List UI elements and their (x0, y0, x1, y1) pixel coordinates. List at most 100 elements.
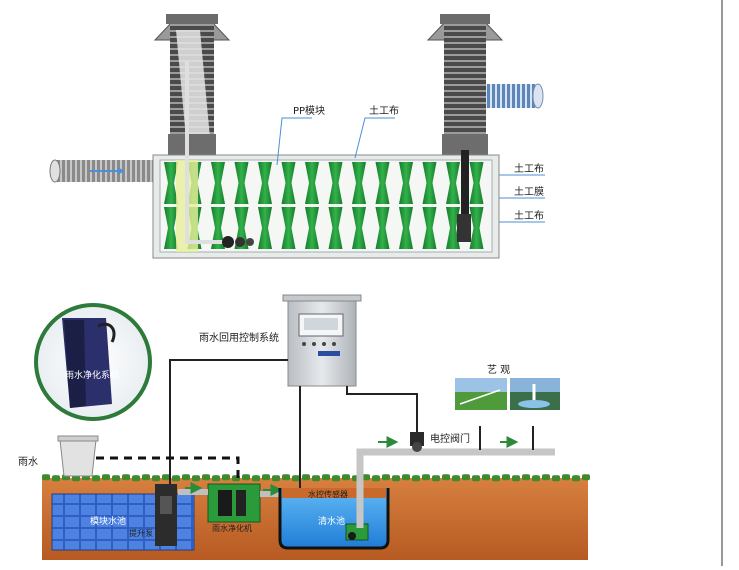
pp-module-column (352, 207, 366, 249)
pp-module-column (164, 207, 178, 249)
grass-tuft (582, 474, 590, 481)
pp-module-column (305, 207, 319, 249)
outlet-pipe (486, 83, 544, 109)
grass-tuft (272, 475, 280, 482)
clear-water-tank: 清水池 水控传感器 (278, 488, 390, 550)
level-probe (457, 150, 471, 242)
grass-tuft (392, 475, 400, 482)
pp-module-column (164, 162, 178, 204)
label-landscape: 艺 观 (487, 364, 510, 376)
pp-module-column (422, 207, 437, 249)
grass-tuft (142, 474, 150, 481)
grass-tuft (372, 475, 380, 482)
label-geotextile-top: 土工布 (369, 104, 399, 117)
pp-module-column (375, 162, 390, 204)
purifier-unit: 雨水净化机 (207, 483, 261, 533)
label-lift-pump: 提升泵 (129, 528, 153, 538)
grass-tuft (532, 475, 540, 482)
supply-pipe (356, 426, 555, 528)
purification-system-callout: 雨水净化系统 (34, 303, 152, 421)
grass-tuft (52, 475, 60, 482)
grass-tuft (332, 475, 340, 482)
label-valve: 电控阀门 (430, 432, 470, 445)
pp-module-column (258, 162, 272, 204)
pp-module-column (258, 207, 272, 249)
grass-tuft (472, 475, 480, 482)
grass-tuft (302, 474, 310, 481)
grass-tuft (162, 474, 170, 481)
grass-tuft (42, 474, 50, 481)
inlet-pipe (49, 159, 155, 183)
grass-tuft (572, 475, 580, 482)
landscape-photos: 艺 观 (455, 364, 560, 410)
pp-module-column (399, 162, 413, 204)
grass-tuft (512, 475, 520, 482)
pp-module-column (422, 162, 437, 204)
pp-module-column (328, 207, 343, 249)
grass-tuft (552, 475, 560, 482)
pp-module-column (446, 162, 460, 204)
grass-tuft (342, 474, 350, 481)
electric-valve: 电控阀门 (410, 432, 470, 452)
grass-tuft (562, 474, 570, 481)
left-inspection-shaft (153, 14, 231, 156)
grass-tuft (172, 475, 180, 482)
grass-tuft (252, 475, 260, 482)
top-storage-diagram: PP模块 土工布 土工布 土工膜 土工布 (49, 14, 545, 259)
label-control-system: 雨水回用控制系统 (199, 331, 279, 344)
pump-inside-tank (185, 62, 254, 248)
label-module-tank: 模块水池 (90, 515, 126, 527)
grass-tuft (132, 475, 140, 482)
callout-right-layers: 土工布 土工膜 土工布 (499, 162, 545, 223)
label-purification-system: 雨水净化系统 (65, 369, 119, 381)
grass-tuft (112, 475, 120, 482)
pp-module-column (399, 207, 413, 249)
grass-tuft (382, 474, 390, 481)
pp-module-column (328, 162, 343, 204)
grass-tuft (442, 474, 450, 481)
grass-tuft (462, 474, 470, 481)
grass-tuft (452, 475, 460, 482)
label-right-geotextile-1: 土工布 (514, 162, 544, 175)
pp-module-column (281, 162, 296, 204)
pp-module-column (234, 162, 249, 204)
grass-tuft (422, 474, 430, 481)
label-pp-module: PP模块 (293, 105, 325, 117)
label-clear-tank: 清水池 (318, 515, 345, 527)
grass-tuft (402, 474, 410, 481)
rain-collector: 雨水 (18, 435, 240, 488)
grass-tuft (412, 475, 420, 482)
grass-tuft (122, 474, 130, 481)
grass-tuft (312, 475, 320, 482)
grass-tuft (492, 475, 500, 482)
geotextile-wrap (159, 159, 493, 253)
pp-module-column (305, 162, 319, 204)
label-water-sensor: 水控传感器 (308, 489, 348, 499)
pp-module-column (446, 207, 460, 249)
callout-geotextile-top: 土工布 (354, 104, 399, 159)
grass-tuft (362, 474, 370, 481)
pp-module-column (211, 162, 225, 204)
grass-tuft (202, 474, 210, 481)
grass-tuft (72, 475, 80, 482)
grass-tuft (542, 474, 550, 481)
grass-tuft (282, 474, 290, 481)
grass-tuft (152, 475, 160, 482)
pp-module-column (469, 162, 484, 204)
pp-module-column (375, 207, 390, 249)
grass-tuft (92, 475, 100, 482)
pp-module-column (469, 207, 484, 249)
control-wires (169, 359, 418, 498)
grass-tuft (192, 475, 200, 482)
pp-module-column (281, 207, 296, 249)
bottom-reuse-diagram: 雨水净化系统 雨水回用控制系统 (18, 294, 590, 560)
grass-tuft (432, 475, 440, 482)
grass-tuft (222, 474, 230, 481)
lift-pump-well (155, 484, 177, 546)
grass-tuft (102, 474, 110, 481)
grass-tuft (242, 474, 250, 481)
grass-tuft (212, 475, 220, 482)
grass-tuft (262, 474, 270, 481)
